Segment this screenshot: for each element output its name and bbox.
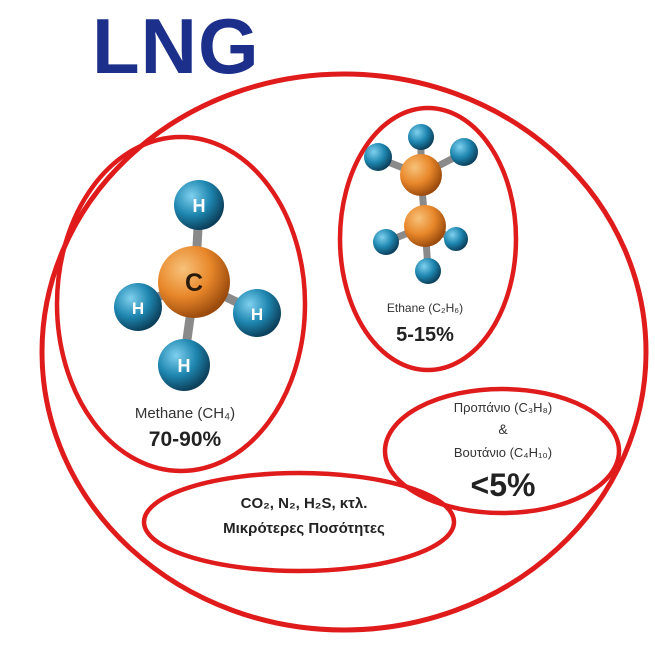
- ethane-name: Ethane (C₂H₆): [387, 301, 463, 315]
- ethane-carbon: [400, 154, 442, 196]
- others-ellipse: [141, 470, 457, 574]
- others-small-amounts: Μικρότερες Ποσότητες: [223, 520, 385, 537]
- methane-hydrogen-bottom: [158, 339, 210, 391]
- methane-carbon: [158, 246, 230, 318]
- ethane-share: 5-15%: [396, 324, 454, 346]
- ethane-carbon: [404, 205, 446, 247]
- page-title: LNG: [92, 2, 260, 90]
- methane-hydrogen-right: [233, 289, 281, 337]
- methane-hydrogen-right-label: H: [251, 305, 263, 324]
- methane-share: 70-90%: [149, 428, 222, 451]
- lng-outer-ellipse: [39, 71, 649, 633]
- methane-hydrogen-top: [174, 180, 224, 230]
- methane-ellipse: [54, 134, 308, 474]
- methane-carbon-label: C: [185, 269, 203, 297]
- ethane-hydrogen: [415, 258, 441, 284]
- ethane-hydrogen: [364, 143, 392, 171]
- methane-name: Methane (CH₄): [135, 405, 235, 422]
- ethane-hydrogen: [373, 229, 399, 255]
- methane-hydrogen-left: [114, 283, 162, 331]
- ethane-molecule: [364, 124, 478, 284]
- methane-hydrogen-bottom-label: H: [178, 356, 191, 376]
- ethane-hydrogen: [450, 138, 478, 166]
- ampersand-label: &: [498, 421, 508, 437]
- ethane-hydrogen: [408, 124, 434, 150]
- butane-label: Βουτάνιο (C₄H₁₀): [454, 445, 552, 460]
- propane-label: Προπάνιο (C₃H₈): [454, 400, 552, 415]
- methane-hydrogen-top-label: H: [193, 196, 206, 216]
- propane-butane-ellipse: [382, 386, 622, 516]
- others-gases: CO₂, N₂, H₂S, κτλ.: [241, 495, 368, 512]
- propane-butane-share: <5%: [471, 467, 536, 503]
- methane-molecule: H H H H C: [114, 180, 281, 391]
- ethane-hydrogen: [444, 227, 468, 251]
- methane-hydrogen-left-label: H: [132, 299, 144, 318]
- ethane-ellipse: [337, 105, 519, 373]
